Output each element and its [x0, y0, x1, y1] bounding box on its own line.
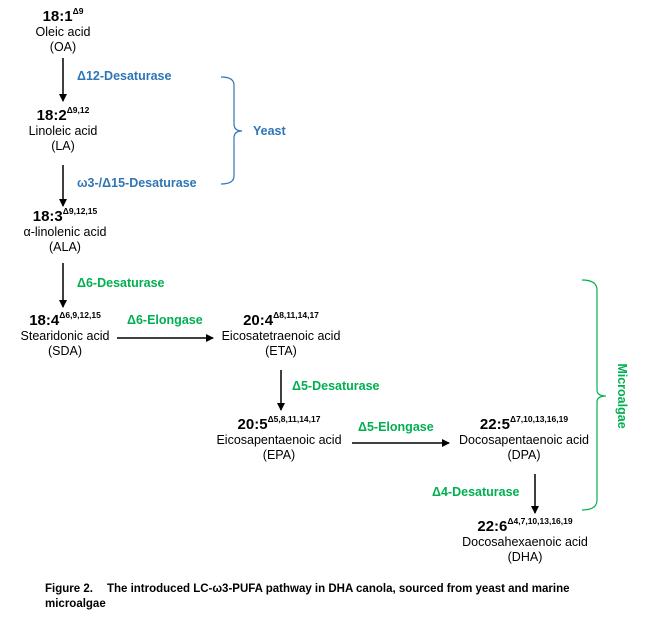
fatty-acid-code: 22:6Δ4,7,10,13,16,19: [477, 516, 573, 535]
node-la: 18:2Δ9,12 Linoleic acid (LA): [20, 105, 106, 154]
fatty-acid-code: 20:4Δ8,11,14,17: [243, 310, 319, 329]
fatty-acid-abbr: (OA): [49, 40, 77, 54]
enzyme-d5-elongase: Δ5-Elongase: [358, 420, 434, 434]
fatty-acid-code: 22:5Δ7,10,13,16,19: [479, 414, 569, 433]
node-dha: 22:6Δ4,7,10,13,16,19 Docosahexaenoic aci…: [452, 516, 598, 565]
caption-text: The introduced LC-ω3-PUFA pathway in DHA…: [45, 583, 570, 610]
fatty-acid-abbr: (DHA): [507, 550, 543, 564]
node-sda: 18:4Δ6,9,12,15 Stearidonic acid (SDA): [15, 310, 115, 359]
enzyme-d5-desaturase: Δ5-Desaturase: [292, 379, 380, 393]
figure-caption: Figure 2.The introduced LC-ω3-PUFA pathw…: [45, 582, 605, 612]
microalgae-bracket: [581, 279, 607, 511]
fatty-acid-abbr: (DPA): [507, 448, 541, 462]
node-dpa: 22:5Δ7,10,13,16,19 Docosapentaenoic acid…: [450, 414, 598, 463]
fatty-acid-code: 20:5Δ5,8,11,14,17: [237, 414, 321, 433]
fatty-acid-code: 18:1Δ9: [42, 6, 84, 25]
fatty-acid-name: α-linolenic acid: [23, 225, 107, 239]
fatty-acid-name: Eicosatetraenoic acid: [221, 329, 341, 343]
fatty-acid-abbr: (ETA): [265, 344, 297, 358]
group-label-microalgae: Microalgae: [615, 363, 629, 429]
fatty-acid-code: 18:4Δ6,9,12,15: [29, 310, 101, 329]
yeast-bracket: [220, 76, 243, 185]
fatty-acid-name: Docosahexaenoic acid: [462, 535, 588, 549]
enzyme-w3-d15-desaturase: ω3-/Δ15-Desaturase: [77, 176, 197, 190]
fatty-acid-abbr: (LA): [51, 139, 75, 153]
fatty-acid-name: Eicosapentaenoic acid: [216, 433, 342, 447]
fatty-acid-abbr: (SDA): [47, 344, 83, 358]
fatty-acid-name: Stearidonic acid: [20, 329, 110, 343]
enzyme-d4-desaturase: Δ4-Desaturase: [432, 485, 520, 499]
fatty-acid-abbr: (EPA): [262, 448, 296, 462]
enzyme-d6-elongase: Δ6-Elongase: [127, 313, 203, 327]
enzyme-d6-desaturase: Δ6-Desaturase: [77, 276, 165, 290]
fatty-acid-name: Docosapentaenoic acid: [459, 433, 589, 447]
fatty-acid-abbr: (ALA): [49, 240, 81, 254]
fatty-acid-code: 18:2Δ9,12: [36, 105, 90, 124]
enzyme-d12-desaturase: Δ12-Desaturase: [77, 69, 172, 83]
fatty-acid-name: Oleic acid: [35, 25, 91, 39]
group-label-yeast: Yeast: [253, 124, 286, 138]
fatty-acid-code: 18:3Δ9,12,15: [32, 206, 98, 225]
caption-label: Figure 2.: [45, 583, 93, 595]
node-eta: 20:4Δ8,11,14,17 Eicosatetraenoic acid (E…: [214, 310, 348, 359]
fatty-acid-name: Linoleic acid: [28, 124, 98, 138]
node-ala: 18:3Δ9,12,15 α-linolenic acid (ALA): [15, 206, 115, 255]
node-epa: 20:5Δ5,8,11,14,17 Eicosapentaenoic acid …: [208, 414, 350, 463]
node-oa: 18:1Δ9 Oleic acid (OA): [25, 6, 101, 55]
